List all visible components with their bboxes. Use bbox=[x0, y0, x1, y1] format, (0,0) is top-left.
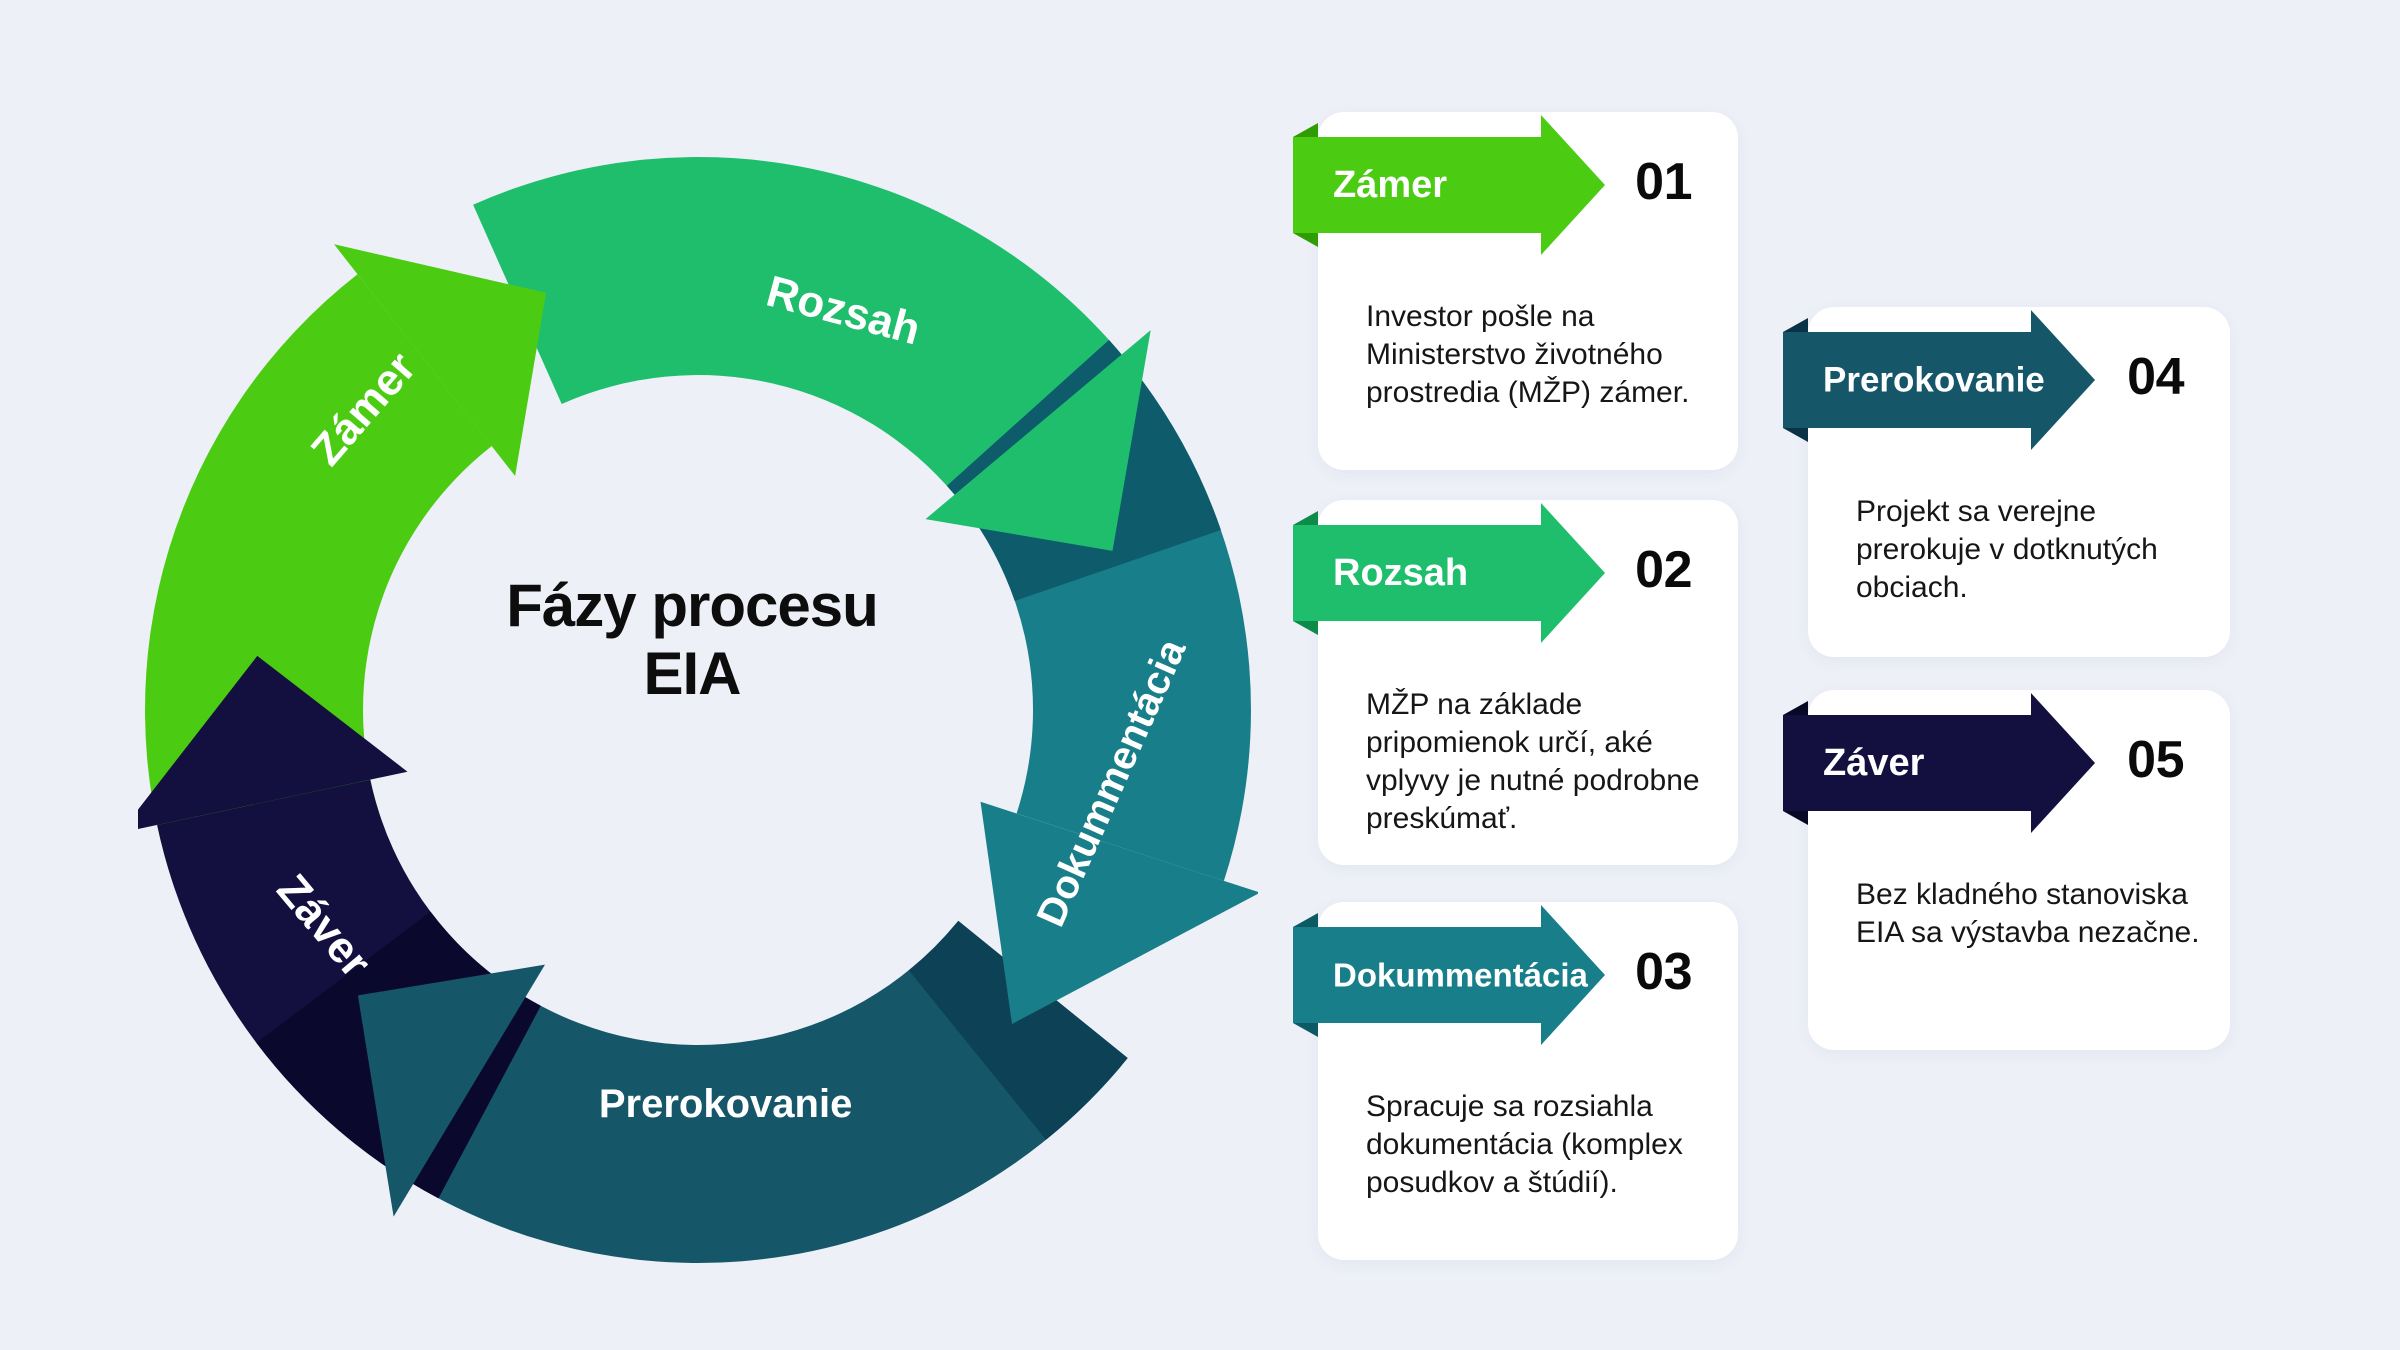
svg-text:Zámer: Zámer bbox=[1333, 164, 1447, 206]
step-ribbon-arrow: Prerokovanie bbox=[1783, 310, 2123, 450]
svg-text:Záver: Záver bbox=[1823, 742, 1925, 784]
step-number: 01 bbox=[1635, 153, 1692, 211]
svg-text:Rozsah: Rozsah bbox=[1333, 552, 1468, 594]
diagram-title-line2: EIA bbox=[643, 640, 741, 707]
diagram-title-line1: Fázy procesu bbox=[506, 572, 878, 639]
step-card-02: Rozsah 02 MŽP na základe pripomienok urč… bbox=[1293, 500, 1738, 865]
svg-text:Dokummentácia: Dokummentácia bbox=[1333, 957, 1589, 994]
step-description: Bez kladného stanoviska EIA sa výstavba … bbox=[1856, 878, 2200, 949]
step-ribbon-arrow: Zámer bbox=[1293, 115, 1633, 255]
step-ribbon-arrow: Dokummentácia bbox=[1293, 905, 1633, 1045]
step-card-03: Dokummentácia 03 Spracuje sa rozsiahla d… bbox=[1293, 902, 1738, 1260]
step-number: 03 bbox=[1635, 943, 1692, 1001]
step-card-04: Prerokovanie 04 Projekt sa verejne prero… bbox=[1783, 307, 2230, 657]
diagram-title: Fázy procesu EIA bbox=[332, 572, 1052, 708]
step-ribbon-arrow: Rozsah bbox=[1293, 503, 1633, 643]
svg-text:Prerokovanie: Prerokovanie bbox=[599, 1082, 852, 1126]
step-description: Investor pošle na Ministerstvo životného… bbox=[1366, 300, 1690, 409]
svg-text:Prerokovanie: Prerokovanie bbox=[1823, 361, 2045, 400]
step-card-01: Zámer 01 Investor pošle na Ministerstvo … bbox=[1293, 112, 1738, 470]
step-number: 02 bbox=[1635, 541, 1692, 599]
step-description: MŽP na základe pripomienok určí, aké vpl… bbox=[1366, 688, 1700, 835]
step-description: Projekt sa verejne prerokuje v dotknutýc… bbox=[1856, 495, 2158, 604]
cycle-arrows-graphic: ZámerRozsahDokummentáciaPrerokovanieZáve… bbox=[138, 156, 1258, 1263]
step-number: 04 bbox=[2127, 348, 2184, 406]
step-card-05: Záver 05 Bez kladného stanoviska EIA sa … bbox=[1783, 690, 2230, 1050]
step-number: 05 bbox=[2127, 731, 2184, 789]
step-ribbon-arrow: Záver bbox=[1783, 693, 2123, 833]
step-description: Spracuje sa rozsiahla dokumentácia (komp… bbox=[1366, 1090, 1683, 1199]
